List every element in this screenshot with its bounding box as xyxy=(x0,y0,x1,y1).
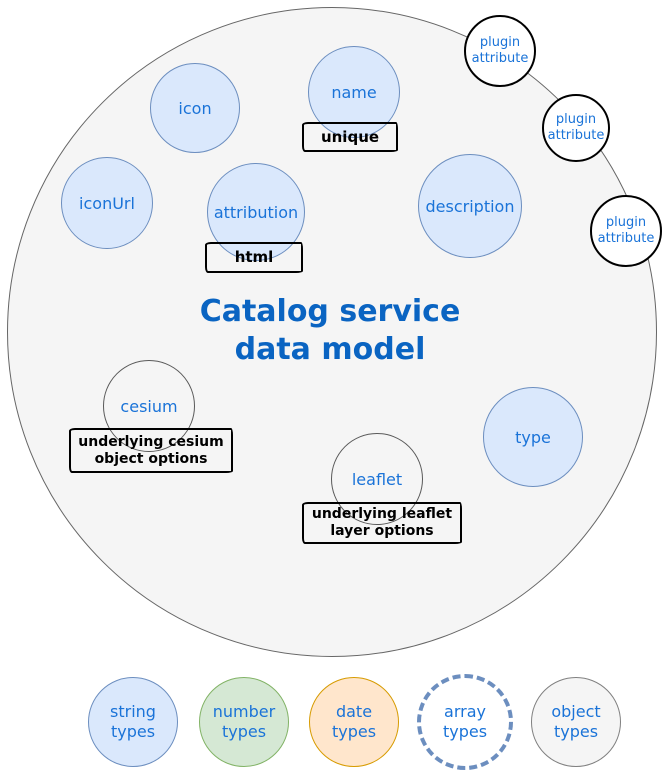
node-leaflet: leaflet xyxy=(331,433,423,525)
node-iconurl-label: iconUrl xyxy=(79,193,135,213)
node-icon: icon xyxy=(150,63,240,153)
annotation-underlying-leaflet: underlying leaflet layer options xyxy=(302,502,462,544)
annotation-unique: unique xyxy=(302,122,398,152)
node-leaflet-label: leaflet xyxy=(351,469,403,489)
node-type-label: type xyxy=(515,427,551,447)
plugin-attribute-label: plugin attribute xyxy=(597,215,655,246)
plugin-attribute-circle-1: plugin attribute xyxy=(464,15,536,87)
node-description: description xyxy=(418,154,522,258)
legend-string-types-label: string types xyxy=(110,702,156,741)
plugin-attribute-circle-2: plugin attribute xyxy=(542,94,610,162)
node-description-label: description xyxy=(425,196,515,216)
legend-string-types: string types xyxy=(88,677,178,767)
legend-number-types-label: number types xyxy=(212,702,276,741)
node-cesium-label: cesium xyxy=(120,396,178,416)
node-type: type xyxy=(483,387,583,487)
legend-date-types-label: date types xyxy=(331,702,377,741)
legend-date-types: date types xyxy=(309,677,399,767)
node-attribution: attribution xyxy=(207,163,305,261)
node-icon-label: icon xyxy=(178,98,212,118)
plugin-attribute-label: plugin attribute xyxy=(547,112,605,143)
legend-object-types-label: object types xyxy=(551,702,601,741)
annotation-underlying-cesium: underlying cesium object options xyxy=(69,428,233,473)
node-name-label: name xyxy=(331,82,377,102)
node-attribution-label: attribution xyxy=(213,202,299,222)
legend-array-types: array types xyxy=(417,674,513,770)
plugin-attribute-circle-3: plugin attribute xyxy=(590,195,662,267)
node-cesium: cesium xyxy=(103,360,195,452)
diagram-title: Catalog service data model xyxy=(199,294,461,367)
legend-object-types: object types xyxy=(531,677,621,767)
node-iconurl: iconUrl xyxy=(61,157,153,249)
plugin-attribute-label: plugin attribute xyxy=(471,35,529,66)
legend-number-types: number types xyxy=(199,677,289,767)
annotation-html: html xyxy=(205,242,303,273)
legend-array-types-label: array types xyxy=(442,702,488,741)
